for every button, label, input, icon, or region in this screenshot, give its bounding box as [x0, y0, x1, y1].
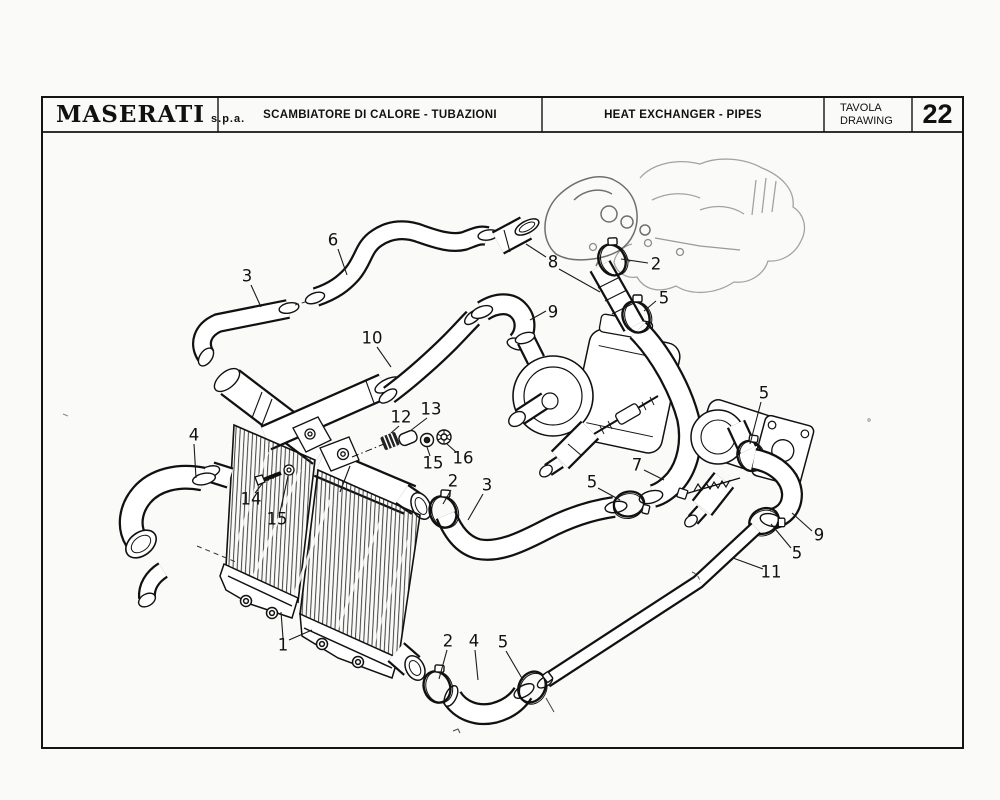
heat-exchanger-radiators	[213, 367, 432, 681]
pipe-11	[536, 522, 762, 689]
header-brand-cell: MASERATI s.p.a.	[42, 97, 244, 132]
leader-line	[770, 523, 792, 549]
leader-line	[474, 649, 479, 681]
bolt-14	[254, 471, 282, 486]
callout-label: 14	[241, 490, 262, 509]
callout-label: 7	[632, 456, 643, 475]
alignment-dash-left	[196, 545, 237, 563]
callout-label: 15	[267, 510, 288, 529]
leader-line	[390, 425, 400, 434]
mounting-bracket	[292, 416, 385, 472]
leader-line	[288, 629, 313, 641]
callout-label: 1	[278, 636, 289, 655]
hose-3-upper	[192, 299, 300, 367]
callout-label: 5	[587, 473, 598, 492]
callout-label: 2	[448, 472, 459, 491]
leader-line	[505, 650, 524, 681]
callout-label: 12	[391, 408, 412, 427]
plate-label-en: DRAWING	[840, 114, 893, 127]
header-plate-label: TAVOLA DRAWING	[824, 97, 912, 132]
callout-label: 3	[242, 267, 253, 286]
header-title-english: HEAT EXCHANGER - PIPES	[604, 108, 762, 121]
scan-marks	[62, 413, 871, 734]
leader-line	[442, 489, 452, 505]
elbow-4-lower	[442, 683, 535, 726]
leader-line	[597, 487, 621, 501]
callout-label: 9	[814, 526, 825, 545]
brand-suffix: s.p.a.	[211, 113, 246, 125]
leader-line	[376, 346, 392, 368]
callout-label: 4	[189, 426, 200, 445]
leader-line	[438, 649, 448, 680]
sleeve-13	[398, 429, 418, 447]
bottom-tank-right	[299, 612, 399, 679]
drawing-number: 22	[922, 99, 953, 129]
sleeve-8	[491, 216, 540, 255]
callout-label: 2	[651, 255, 662, 274]
callout-label: 6	[328, 231, 339, 250]
callout-label: 5	[659, 289, 670, 308]
bottom-tank-left	[219, 562, 299, 620]
header-title-italian: SCAMBIATORE DI CALORE - TUBAZIONI	[263, 108, 497, 121]
leader-line	[525, 243, 547, 258]
leader-line	[193, 443, 197, 479]
leader-line	[529, 310, 547, 321]
callout-label: 11	[761, 563, 782, 582]
hose-3-lower	[435, 496, 628, 561]
washer-15	[419, 432, 435, 448]
spring-bolt	[676, 477, 741, 500]
callout-label: 2	[443, 632, 454, 651]
leader-line	[446, 443, 457, 453]
leader-line	[467, 493, 484, 521]
leader-line	[250, 284, 262, 308]
callout-label: 8	[548, 253, 559, 272]
callout-label: 10	[362, 329, 383, 348]
leader-line	[620, 258, 649, 264]
hose-10	[378, 308, 483, 404]
leader-line	[280, 611, 284, 639]
outlet-port-lower	[387, 642, 426, 681]
callout-label: 9	[548, 303, 559, 322]
washer-15-left	[283, 464, 295, 476]
leader-line	[643, 300, 657, 312]
leader-line	[426, 446, 431, 457]
hose-7	[629, 321, 702, 508]
nut-16	[436, 429, 452, 445]
callout-label: 5	[792, 544, 803, 563]
bellows-hose-8	[589, 260, 645, 332]
elbow-9-lower	[751, 448, 804, 530]
engine-block-sketch	[544, 158, 806, 294]
callout-label: 15	[423, 454, 444, 473]
callout-label: 13	[421, 400, 442, 419]
callout-label: 4	[469, 632, 480, 651]
stub-bottom-left	[137, 562, 169, 608]
leader-line	[409, 417, 428, 432]
page-frame	[41, 96, 964, 749]
elbow-4-left	[118, 464, 217, 559]
leader-line	[732, 557, 764, 570]
callout-label: 3	[482, 476, 493, 495]
union-fitting-12	[380, 432, 400, 450]
leader-line	[337, 248, 348, 276]
leader-line	[558, 268, 601, 293]
leader-line	[643, 469, 665, 481]
leader-line	[791, 512, 813, 532]
leader-line	[279, 475, 289, 513]
callout-label: 5	[759, 384, 770, 403]
leader-line	[749, 401, 762, 445]
brand-name: MASERATI	[56, 101, 206, 128]
plate-label-it: TAVOLA	[840, 101, 882, 114]
callout-label: 5	[498, 633, 509, 652]
callout-label: 16	[453, 449, 474, 468]
leader-line	[254, 483, 263, 494]
